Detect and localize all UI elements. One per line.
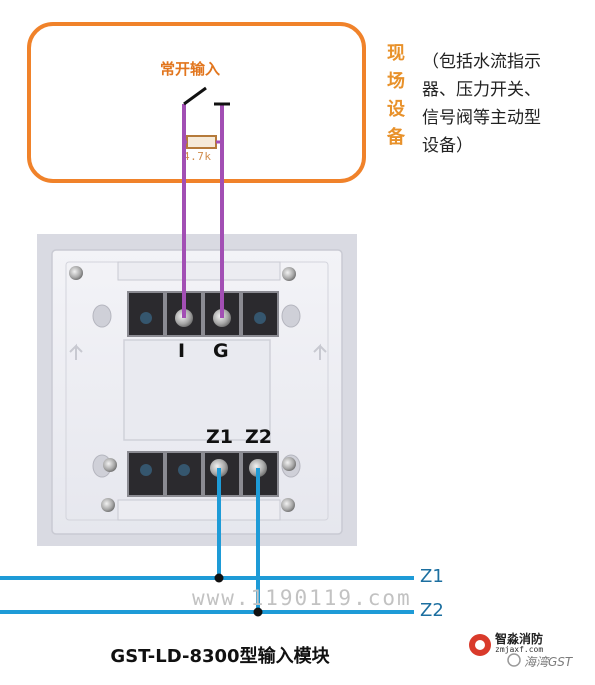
field-device-description: （包括水流指示 器、压力开关、 信号阀等主动型 设备） xyxy=(422,48,587,160)
mounting-hole xyxy=(281,304,301,328)
junction-dot xyxy=(214,573,224,583)
field-wiring xyxy=(182,86,230,318)
mounting-hole xyxy=(92,304,112,328)
terminal-label-z2: Z2 xyxy=(245,426,272,448)
field-device-title-char: 场 xyxy=(387,71,405,92)
bus-label-z2: Z2 xyxy=(420,600,444,621)
watermark: www.1190119.com xyxy=(192,586,412,610)
normally-open-switch xyxy=(183,86,207,106)
terminal-contact xyxy=(254,312,266,324)
corner-screw xyxy=(101,498,115,512)
field-device-title: 现 场 设 备 xyxy=(385,40,407,152)
junction-dot xyxy=(253,607,263,617)
bus-label-z1: Z1 xyxy=(420,566,444,587)
field-device-title-char: 现 xyxy=(387,43,405,64)
field-device-title-char: 设 xyxy=(387,99,405,120)
brand-name: 智淼消防 xyxy=(495,632,544,646)
center-recess xyxy=(123,339,271,441)
corner-screw xyxy=(103,458,117,472)
brand-logo xyxy=(469,634,521,667)
field-device-title-char: 备 xyxy=(387,127,405,148)
normally-open-input-label: 常开输入 xyxy=(160,60,221,78)
terminal-contact xyxy=(178,464,190,476)
logo-mark-inner xyxy=(475,640,485,650)
terminal-label-i: I xyxy=(178,340,186,362)
terminal-label-g: G xyxy=(213,340,229,362)
resistor-value-label: 4.7k xyxy=(183,150,212,163)
description-line: （包括水流指示 xyxy=(422,52,541,72)
wechat-icon xyxy=(507,653,521,667)
corner-screw xyxy=(282,457,296,471)
brand-site: zmjaxf.com xyxy=(495,645,544,654)
corner-screw xyxy=(69,266,83,280)
arrow-mark xyxy=(69,343,83,360)
input-module-plate xyxy=(37,234,357,546)
resistor xyxy=(186,135,217,149)
bottom-terminal-block xyxy=(117,499,281,521)
description-line: 信号阀等主动型 xyxy=(422,108,541,128)
terminal-contact xyxy=(140,312,152,324)
arrow-mark xyxy=(313,343,327,360)
bus-wiring xyxy=(0,468,414,617)
terminal-label-z1: Z1 xyxy=(206,426,233,448)
wechat-account: 海湾GST xyxy=(524,655,573,669)
figure-caption: GST-LD-8300型输入模块 xyxy=(110,646,330,667)
top-terminal-block xyxy=(117,261,281,281)
description-line: 器、压力开关、 xyxy=(422,80,541,100)
terminal-contact xyxy=(140,464,152,476)
description-line: 设备） xyxy=(422,136,473,156)
corner-screw xyxy=(281,498,295,512)
field-device-box xyxy=(27,22,366,183)
corner-screw xyxy=(282,267,296,281)
